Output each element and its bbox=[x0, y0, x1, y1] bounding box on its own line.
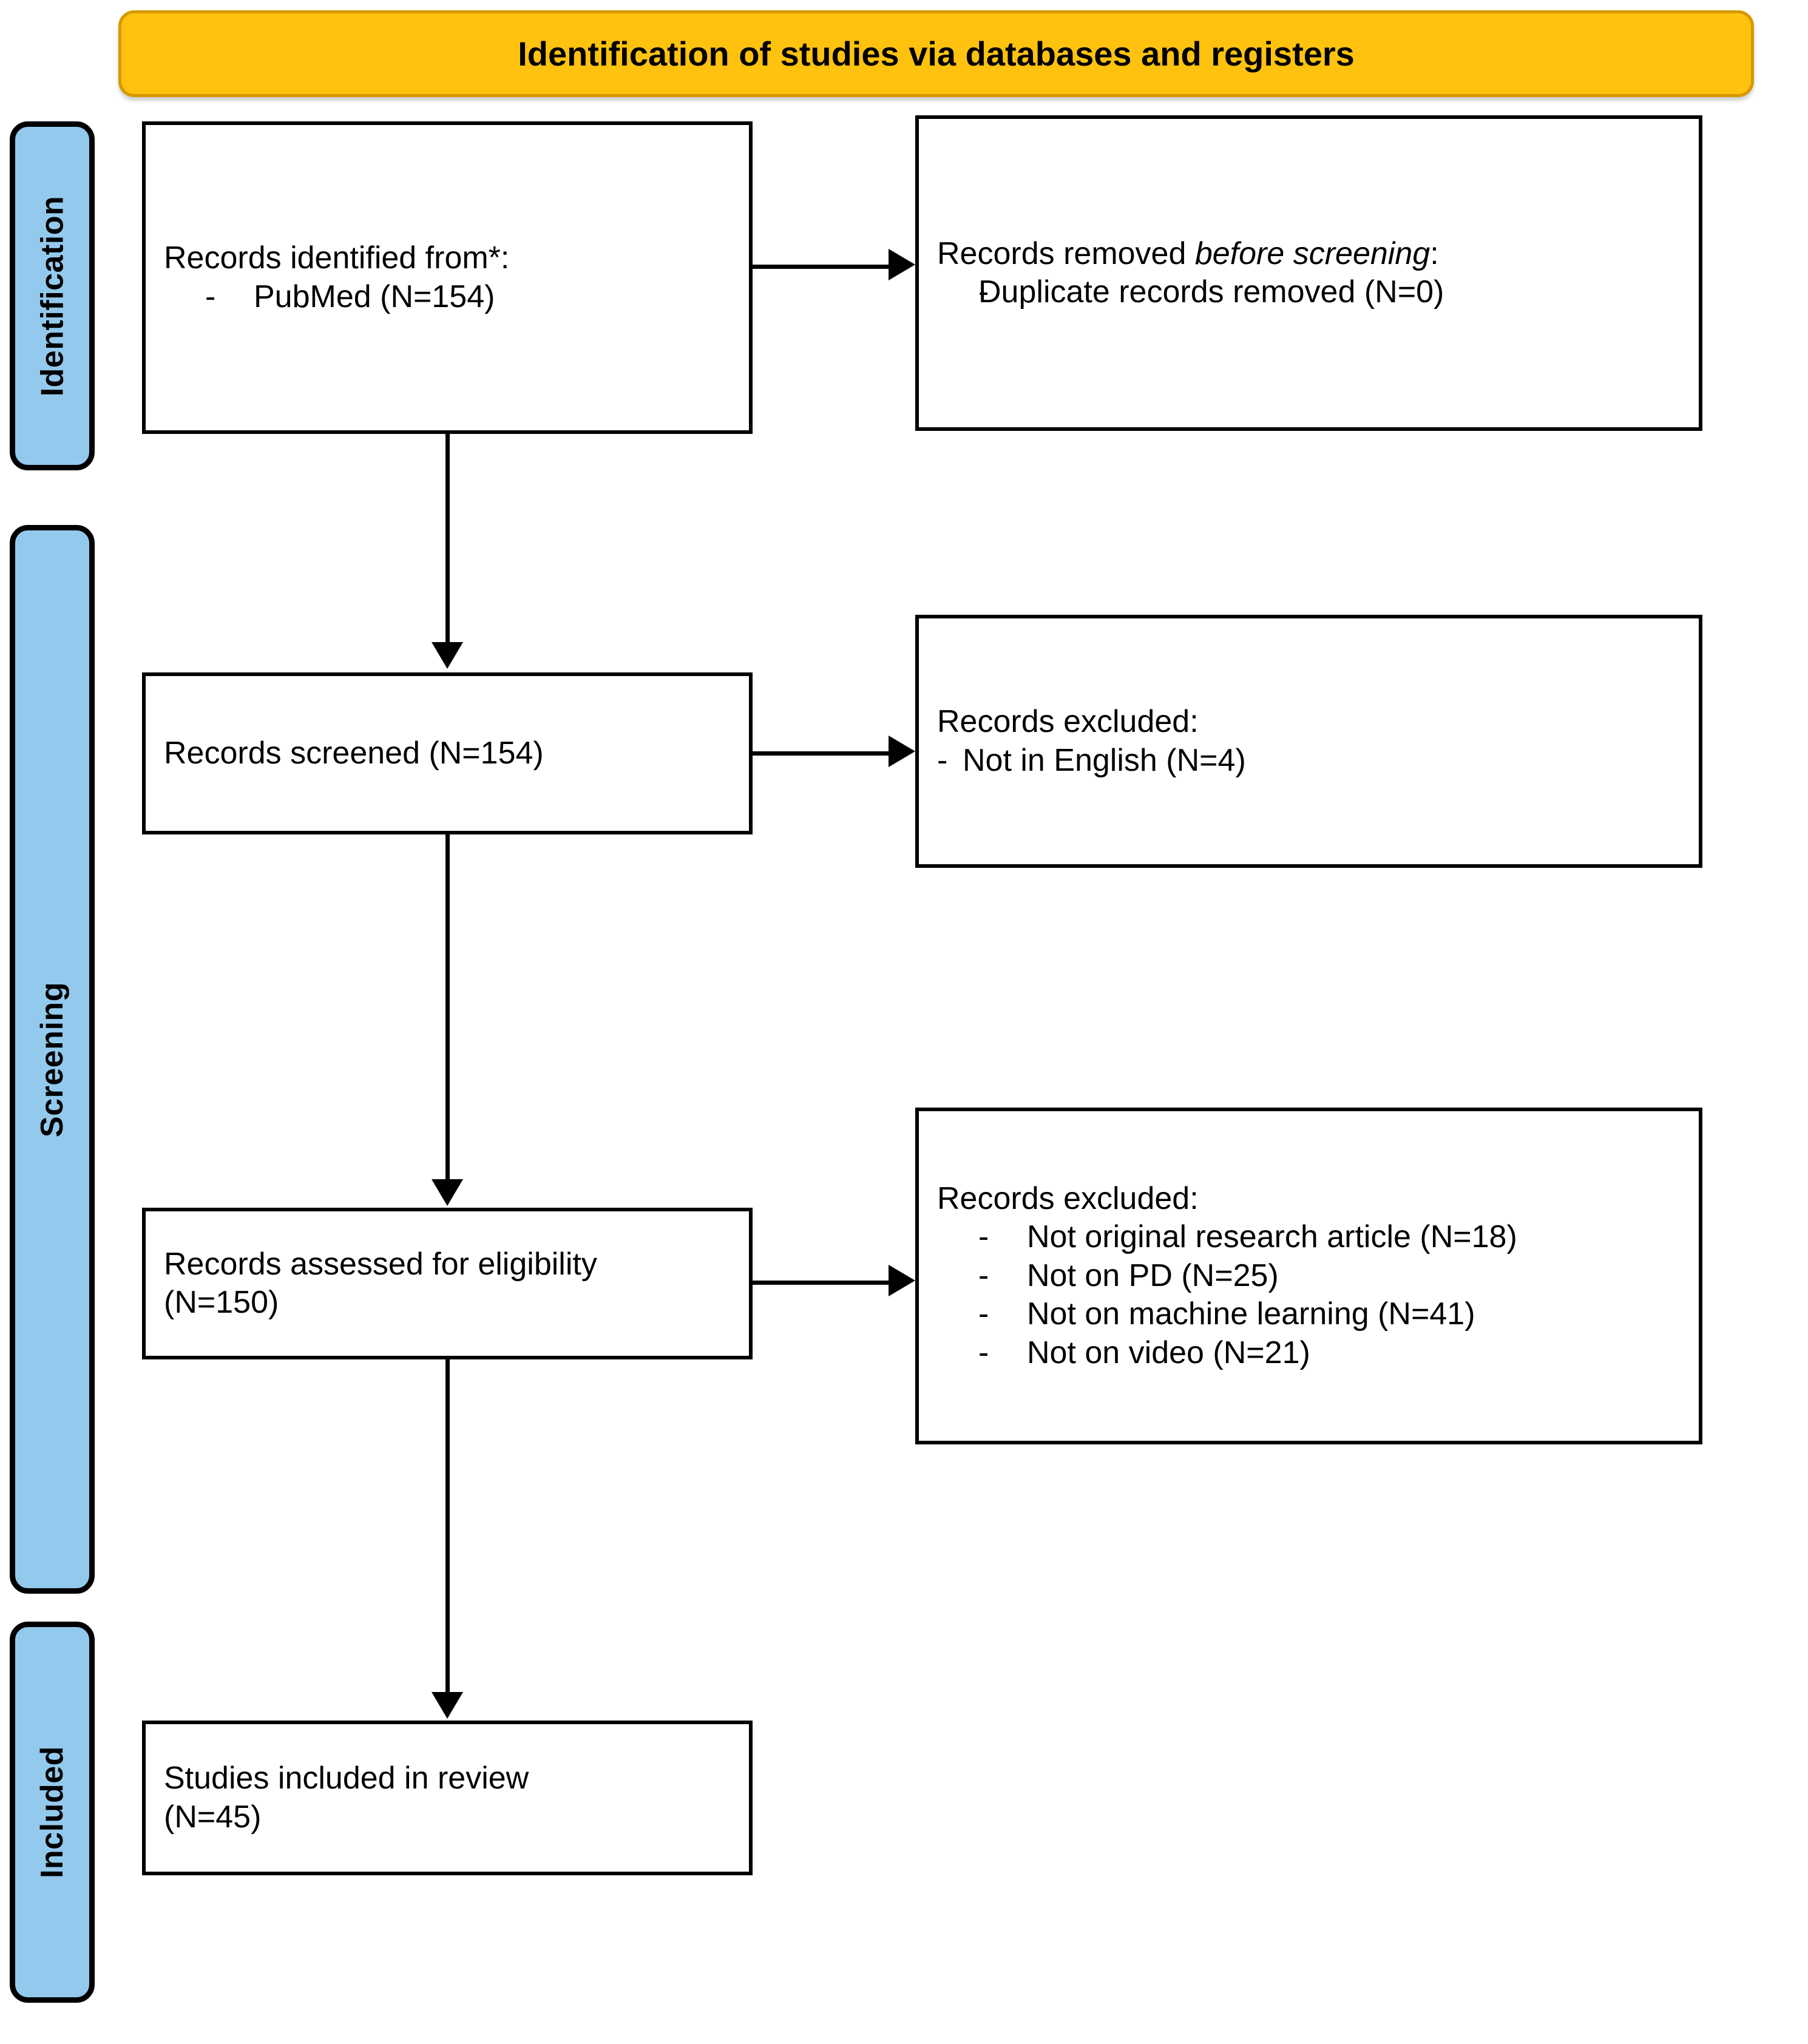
included-line-2: (N=45) bbox=[164, 1799, 262, 1835]
box-studies-included: Studies included in review (N=45) bbox=[142, 1721, 753, 1875]
eligibility-line-2: (N=150) bbox=[164, 1285, 279, 1320]
arrow-right-icon bbox=[889, 1265, 915, 1296]
list-item: Not on machine learning (N=41) bbox=[937, 1295, 1681, 1334]
excluded-screening-reasons: Not in English (N=4) bbox=[937, 742, 1681, 780]
stage-label-screening: Screening bbox=[35, 981, 70, 1137]
list-item: Duplicate records removed (N=0) bbox=[937, 273, 1681, 312]
excluded-screening-heading: Records excluded: bbox=[937, 704, 1199, 740]
records-removed-heading-italic: before screening bbox=[1194, 235, 1430, 271]
arrow-down-icon bbox=[432, 642, 463, 669]
list-item: Not on video (N=21) bbox=[937, 1334, 1681, 1373]
connector-screened-to-excluded bbox=[753, 751, 892, 756]
connector-eligibility-to-excluded bbox=[753, 1281, 892, 1285]
box-records-excluded-screening: Records excluded: Not in English (N=4) bbox=[915, 615, 1702, 868]
stage-bar-included: Included bbox=[10, 1622, 95, 2003]
records-removed-heading-suffix: : bbox=[1430, 235, 1439, 271]
stage-label-included: Included bbox=[35, 1746, 70, 1878]
records-identified-sources: PubMed (N=154) bbox=[164, 278, 731, 317]
included-line-1: Studies included in review bbox=[164, 1761, 529, 1796]
arrow-down-icon bbox=[432, 1692, 463, 1719]
arrow-right-icon bbox=[889, 736, 915, 767]
eligibility-line-1: Records assessed for eligibility bbox=[164, 1246, 597, 1282]
records-removed-details: Duplicate records removed (N=0) bbox=[937, 273, 1681, 312]
stage-bar-screening: Screening bbox=[10, 525, 95, 1594]
arrow-right-icon bbox=[889, 249, 915, 280]
diagram-banner: Identification of studies via databases … bbox=[118, 10, 1754, 97]
list-item: Not on PD (N=25) bbox=[937, 1257, 1681, 1296]
arrow-down-icon bbox=[432, 1179, 463, 1206]
list-item: PubMed (N=154) bbox=[164, 278, 731, 317]
box-records-removed: Records removed before screening: Duplic… bbox=[915, 115, 1702, 431]
connector-screened-to-eligibility bbox=[445, 834, 450, 1180]
records-removed-heading: Records removed before screening: bbox=[937, 235, 1681, 273]
stage-label-identification: Identification bbox=[35, 195, 70, 396]
connector-identified-to-removed bbox=[753, 265, 892, 269]
connector-identified-to-screened bbox=[445, 434, 450, 643]
box-records-identified: Records identified from*: PubMed (N=154) bbox=[142, 121, 753, 434]
box-records-excluded-eligibility: Records excluded: Not original research … bbox=[915, 1108, 1702, 1444]
box-records-screened: Records screened (N=154) bbox=[142, 672, 753, 834]
box-records-assessed-eligibility: Records assessed for eligibility (N=150) bbox=[142, 1208, 753, 1359]
connector-eligibility-to-included bbox=[445, 1359, 450, 1693]
stage-bar-identification: Identification bbox=[10, 121, 95, 470]
list-item: Not original research article (N=18) bbox=[937, 1218, 1681, 1257]
records-removed-heading-prefix: Records removed bbox=[937, 235, 1195, 271]
list-item: Not in English (N=4) bbox=[937, 742, 1681, 780]
records-identified-heading: Records identified from*: bbox=[164, 240, 510, 276]
excluded-eligibility-heading: Records excluded: bbox=[937, 1180, 1199, 1216]
records-screened-heading: Records screened (N=154) bbox=[164, 735, 544, 771]
banner-title: Identification of studies via databases … bbox=[518, 34, 1355, 73]
excluded-eligibility-reasons: Not original research article (N=18) Not… bbox=[937, 1218, 1681, 1372]
